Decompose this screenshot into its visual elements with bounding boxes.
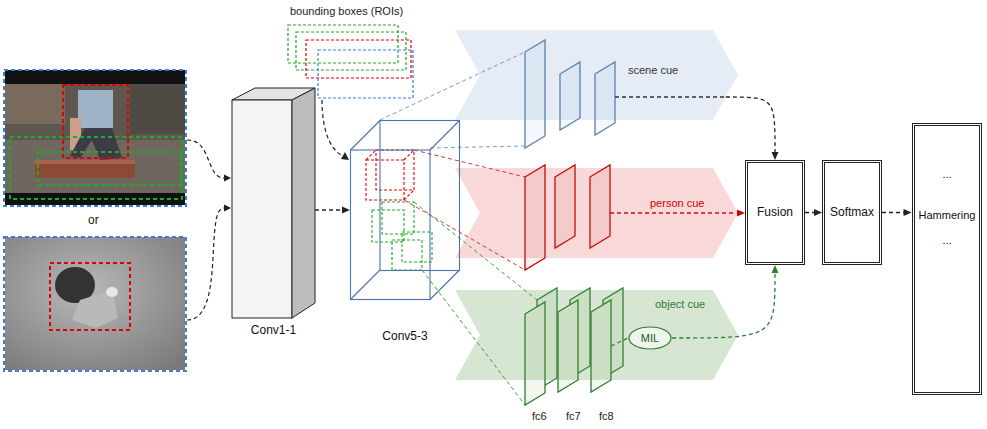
depth-hand bbox=[106, 287, 118, 297]
connector bbox=[315, 207, 350, 214]
scene-projection bbox=[430, 146, 525, 148]
person-legs bbox=[70, 128, 122, 160]
connector-line bbox=[315, 209, 343, 210]
person-roi bbox=[63, 85, 128, 158]
roi-box bbox=[296, 32, 406, 70]
band-chevron bbox=[455, 30, 738, 120]
object-roi bbox=[38, 152, 181, 185]
text-label: fc7 bbox=[566, 410, 581, 423]
connector-line bbox=[882, 212, 905, 213]
band-chevron bbox=[455, 290, 738, 380]
connector bbox=[805, 209, 822, 216]
output-box: ... Hammering... bbox=[912, 123, 983, 395]
mil-ellipse: MIL bbox=[628, 326, 672, 350]
arrow-head bbox=[224, 175, 231, 182]
object-region bbox=[382, 202, 414, 234]
roi-box bbox=[306, 40, 411, 78]
node-label: MIL bbox=[628, 332, 672, 345]
arrow-head bbox=[737, 210, 745, 217]
arrow-head bbox=[224, 205, 231, 212]
cube-edges bbox=[351, 121, 460, 300]
node-label: object cue bbox=[655, 298, 705, 311]
node-label: ... bbox=[915, 168, 980, 181]
node-label: Conv5-3 bbox=[320, 330, 490, 344]
process-box: Softmax bbox=[822, 160, 882, 265]
conv-block: Conv1-1 bbox=[232, 88, 315, 318]
connector-line bbox=[726, 97, 775, 153]
process-box: Fusion bbox=[745, 160, 805, 265]
slab-side bbox=[292, 88, 315, 318]
stream-band: object cueMIL bbox=[455, 290, 738, 380]
connector bbox=[882, 209, 912, 216]
object-region bbox=[392, 240, 422, 270]
arrow-head bbox=[814, 209, 822, 216]
log-top bbox=[35, 160, 135, 164]
node-label: Hammering bbox=[915, 209, 980, 222]
node-label: Fusion bbox=[748, 206, 802, 220]
roi-box bbox=[288, 25, 398, 63]
crate bbox=[5, 84, 65, 124]
connector-line bbox=[805, 212, 815, 213]
slab-front bbox=[232, 100, 292, 318]
input-arrows bbox=[187, 140, 224, 320]
node-label: Conv1-1 bbox=[202, 324, 345, 338]
person-region-edge bbox=[366, 150, 414, 200]
stream-band: person cue bbox=[455, 168, 738, 258]
roi-arrow bbox=[322, 100, 343, 156]
roi-stack bbox=[288, 25, 413, 98]
object-roi bbox=[10, 137, 182, 199]
text-label: or bbox=[88, 214, 99, 228]
letterbox-bottom bbox=[5, 193, 185, 205]
object-region bbox=[372, 210, 404, 242]
depth-ground bbox=[5, 237, 185, 370]
roi-box bbox=[318, 50, 413, 98]
node-label: Softmax bbox=[825, 206, 879, 220]
cube-front bbox=[351, 150, 431, 300]
node-label: ... bbox=[915, 234, 980, 247]
text-label: fc6 bbox=[532, 410, 547, 423]
connector bbox=[726, 97, 779, 160]
ellipse-outline bbox=[629, 327, 671, 349]
log bbox=[35, 160, 135, 178]
node-shape bbox=[350, 120, 460, 300]
node-shape bbox=[455, 30, 738, 120]
letterbox-top bbox=[5, 70, 185, 84]
person-shirt bbox=[78, 90, 113, 128]
connector bbox=[737, 210, 745, 217]
frame-ground bbox=[5, 70, 185, 205]
node-shape bbox=[455, 168, 738, 258]
cube-back bbox=[380, 121, 460, 271]
wall bbox=[130, 84, 185, 134]
arrow-head bbox=[772, 265, 779, 273]
band-chevron bbox=[455, 168, 738, 258]
scene-roi bbox=[4, 70, 186, 206]
floor bbox=[5, 140, 185, 193]
input-arrow bbox=[187, 208, 224, 320]
rgb-frame bbox=[4, 70, 186, 206]
cube-wireframe bbox=[351, 121, 460, 300]
conv5-regions bbox=[366, 150, 432, 270]
arrow-head bbox=[904, 209, 912, 216]
node-shape bbox=[232, 88, 315, 318]
person-region bbox=[366, 160, 404, 200]
depth-frame bbox=[4, 237, 186, 371]
text-label: bounding boxes (ROIs) bbox=[290, 5, 403, 18]
text-label: fc8 bbox=[599, 410, 614, 423]
feature-cube: Conv5-3 bbox=[350, 120, 460, 300]
node-label: person cue bbox=[650, 197, 704, 210]
stream-band: scene cue bbox=[455, 30, 738, 120]
node-label: scene cue bbox=[628, 64, 678, 77]
input-arrow bbox=[187, 140, 224, 178]
arrow-head bbox=[341, 152, 349, 160]
object-region bbox=[402, 232, 432, 262]
person-roi bbox=[50, 263, 130, 330]
scene-roi bbox=[4, 237, 186, 371]
arrow-head bbox=[342, 207, 350, 214]
arrow-head bbox=[772, 152, 779, 160]
